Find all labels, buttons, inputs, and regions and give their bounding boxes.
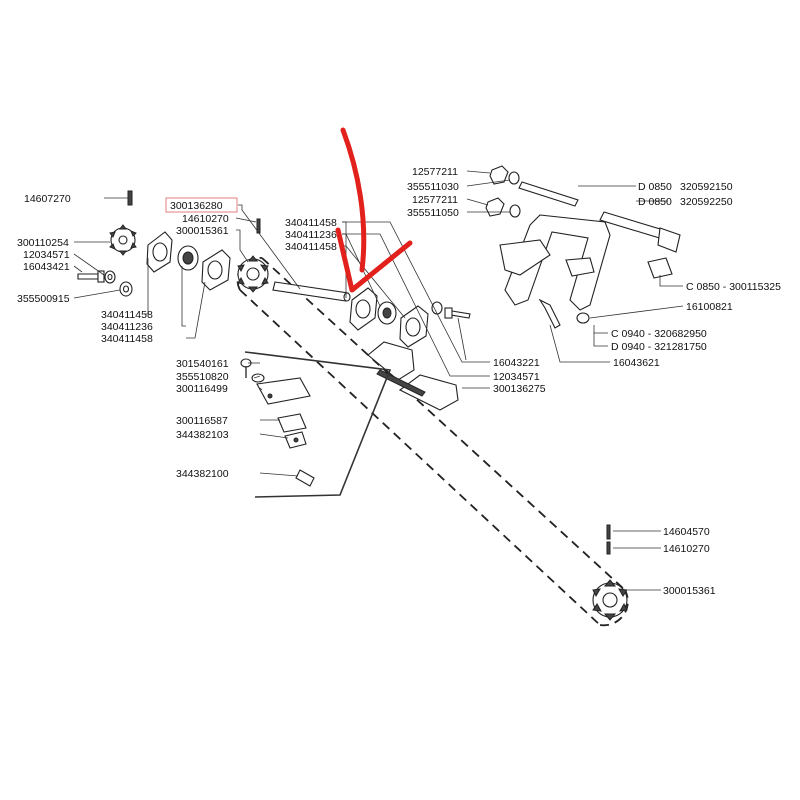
bolt-16043421 — [77, 270, 105, 283]
plate-300116499 — [256, 377, 311, 405]
washer-355511050 — [509, 204, 521, 218]
bearing-340411236a — [177, 245, 199, 271]
washer-12034571b — [431, 301, 443, 315]
label-16100821: 16100821 — [686, 301, 733, 313]
label-320592250: 320592250 — [680, 196, 733, 208]
label-340411236-left: 340411236 — [101, 321, 153, 333]
chain-section-bracket — [244, 351, 392, 498]
bolt-16043621 — [538, 298, 561, 329]
washer-355511030 — [508, 171, 520, 185]
pin-14604570 — [606, 524, 611, 540]
flange-340411458a — [146, 231, 173, 273]
bracket-assembly — [499, 181, 681, 311]
highlight-box — [165, 197, 238, 213]
label-344382100: 344382100 — [176, 468, 229, 480]
label-300110254: 300110254 — [17, 237, 69, 249]
label-14604570: 14604570 — [663, 526, 710, 538]
label-355510820: 355510820 — [176, 371, 229, 383]
label-d0850-a: D 0850 — [638, 181, 672, 193]
washer-16100821 — [576, 312, 590, 324]
left-gear-14607270 — [109, 224, 137, 256]
label-340411458-left-b: 340411458 — [101, 333, 153, 345]
label-300116499: 300116499 — [176, 383, 228, 395]
red-arrow-annotation — [335, 127, 413, 293]
label-12577211-b: 12577211 — [412, 194, 458, 206]
flange-340411458d — [399, 305, 429, 348]
label-d0940-321281750: D 0940 - 321281750 — [611, 341, 707, 353]
label-14607270: 14607270 — [24, 193, 71, 205]
bottom-sprocket — [592, 579, 628, 621]
label-300116587: 300116587 — [176, 415, 228, 427]
tensioner-300136275 — [367, 341, 459, 411]
bearing-340411236b — [377, 301, 397, 325]
label-c0850-300115325: C 0850 - 300115325 — [686, 281, 781, 293]
label-300136280: 300136280 — [170, 200, 223, 212]
label-355511030: 355511030 — [407, 181, 459, 193]
label-14610270-top: 14610270 — [182, 213, 229, 225]
washer-355500915 — [119, 281, 133, 297]
shaft — [272, 281, 351, 302]
label-d0850-b: D 0850 — [638, 196, 672, 208]
pin-14607270 — [127, 190, 133, 206]
label-301540161: 301540161 — [176, 358, 229, 370]
flange-340411458c — [349, 287, 378, 331]
label-16043421: 16043421 — [23, 261, 70, 273]
nut-12577211a — [489, 165, 509, 185]
bolt-16043221 — [444, 307, 471, 319]
chain-upper-run — [261, 257, 626, 591]
chain-lower-run — [239, 289, 601, 626]
label-16043621: 16043621 — [613, 357, 660, 369]
part-labels: 14607270 300136280 14610270 300015361 30… — [17, 166, 781, 597]
label-355500915: 355500915 — [17, 293, 70, 305]
pin-14610270b — [606, 541, 611, 555]
washer-12034571a — [104, 270, 116, 284]
label-340411458-right-b: 340411458 — [285, 241, 337, 253]
label-340411458-left-a: 340411458 — [101, 309, 153, 321]
label-300015361-bottom: 300015361 — [663, 585, 716, 597]
label-355511050: 355511050 — [407, 207, 459, 219]
label-12034571-right: 12034571 — [493, 371, 540, 383]
label-300136275: 300136275 — [493, 383, 546, 395]
label-300015361-top: 300015361 — [176, 225, 229, 237]
link-344382103 — [284, 431, 307, 449]
washer-355510820 — [251, 373, 265, 383]
label-12034571-left: 12034571 — [23, 249, 70, 261]
nut-12577211b — [485, 197, 505, 217]
label-344382103: 344382103 — [176, 429, 229, 441]
flange-340411458b — [201, 249, 231, 291]
label-320592150: 320592150 — [680, 181, 733, 193]
label-12577211-a: 12577211 — [412, 166, 458, 178]
screw-301540161 — [240, 358, 252, 378]
pin-14610270a — [256, 218, 261, 234]
label-c0940-320682950: C 0940 - 320682950 — [611, 328, 707, 340]
label-340411236-right: 340411236 — [285, 229, 337, 241]
plate-300116587 — [277, 413, 307, 433]
label-340411458-right-a: 340411458 — [285, 217, 337, 229]
chain-bottom-wrap — [599, 589, 629, 627]
top-sprocket — [237, 255, 269, 293]
label-16043221: 16043221 — [493, 357, 540, 369]
label-14610270-bottom: 14610270 — [663, 543, 710, 555]
link-344382100 — [295, 469, 315, 487]
